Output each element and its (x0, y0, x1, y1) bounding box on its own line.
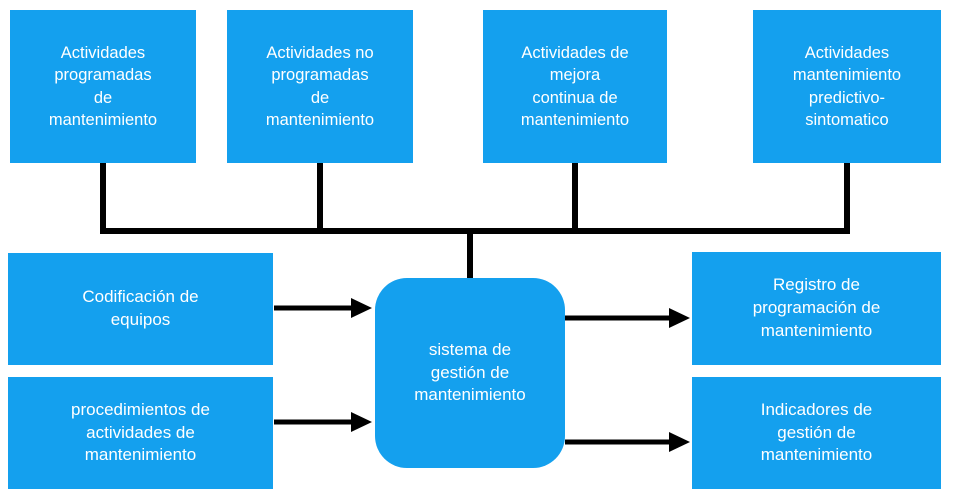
node-actividades-no-programadas: Actividades no programadas de mantenimie… (227, 10, 413, 163)
arrow-registro-head (669, 308, 690, 328)
node-codificacion-equipos: Codificación de equipos (8, 253, 273, 365)
node-registro-programacion: Registro de programación de mantenimient… (692, 252, 941, 365)
node-indicadores-gestion: Indicadores de gestión de mantenimiento (692, 377, 941, 489)
arrow-codificacion-head (351, 298, 372, 318)
node-actividades-programadas: Actividades programadas de mantenimiento (10, 10, 196, 163)
node-procedimientos-actividades: procedimientos de actividades de manteni… (8, 377, 273, 489)
arrow-procedimientos-head (351, 412, 372, 432)
node-sistema-gestion-mantenimiento: sistema de gestión de mantenimiento (375, 278, 565, 468)
arrow-indicadores-head (669, 432, 690, 452)
node-actividades-predictivo-sintomatico: Actividades mantenimiento predictivo- si… (753, 10, 941, 163)
node-actividades-mejora-continua: Actividades de mejora continua de manten… (483, 10, 667, 163)
